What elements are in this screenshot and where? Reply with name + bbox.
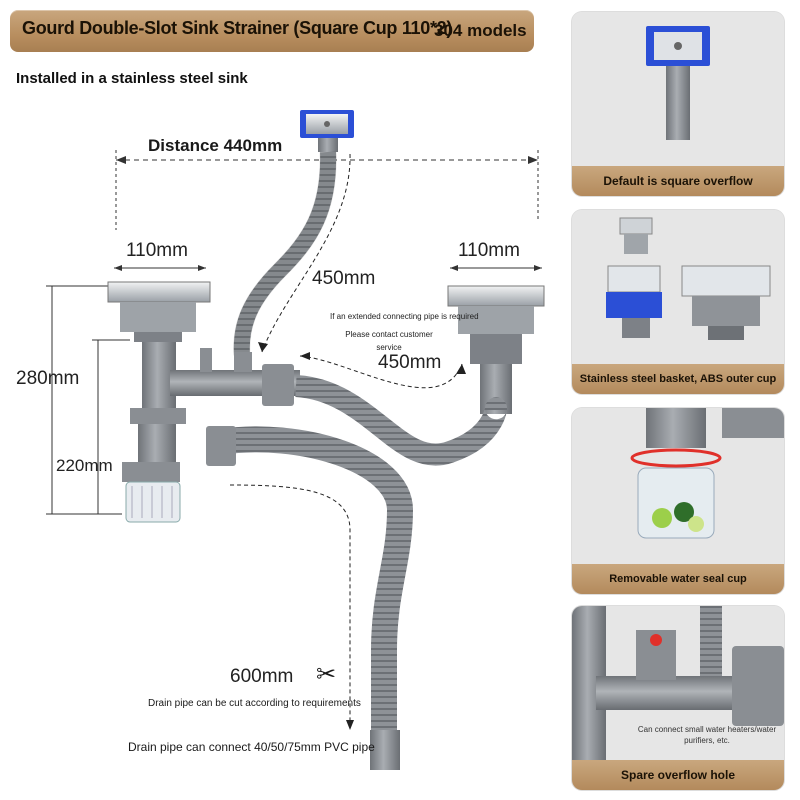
panel-caption-1: Default is square overflow (572, 166, 784, 196)
sink-drain-illustration (46, 110, 545, 770)
scissors-icon: ✂ (316, 661, 337, 688)
left-strainer (107, 281, 211, 523)
drain-length-label: 600mm (230, 666, 294, 687)
panel-water-seal: Removable water seal cup (572, 408, 784, 594)
install-subtitle: Installed in a stainless steel sink (16, 70, 248, 87)
page-title: Gourd Double-Slot Sink Strainer (Square … (22, 18, 453, 38)
installation-diagram: Distance 440mm 110mm 110mm 450mm 450mm 2… (0, 90, 560, 800)
panel-caption-4: Spare overflow hole (572, 760, 784, 790)
panel-caption-2: Stainless steel basket, ABS outer cup (572, 364, 784, 394)
cut-note: Drain pipe can be cut according to requi… (148, 698, 361, 709)
extend-note-line-1: If an extended connecting pipe is requir… (330, 312, 479, 321)
right-strainer (447, 285, 545, 414)
model-label: 304 models (434, 21, 527, 40)
total-height-label: 280mm (16, 368, 80, 389)
basket-image (572, 210, 784, 364)
pvc-note: Drain pipe can connect 40/50/75mm PVC pi… (128, 740, 375, 754)
distance-label: Distance 440mm (148, 136, 283, 155)
lower-height-label: 220mm (56, 456, 113, 475)
panel-spare-overflow: Can connect small water heaters/water pu… (572, 606, 784, 790)
spare-overflow-image (572, 606, 784, 760)
right-width-label: 110mm (458, 240, 520, 261)
overflow-cover (300, 110, 354, 152)
panel-basket: Stainless steel basket, ABS outer cup (572, 210, 784, 394)
hose-length-label: 450mm (378, 352, 442, 373)
overflow-length-label: 450mm (312, 268, 376, 289)
square-overflow-image (572, 12, 784, 166)
width-dimensions (114, 265, 542, 271)
left-width-label: 110mm (126, 240, 188, 261)
spare-overflow-note: Can connect small water heaters/water pu… (637, 725, 777, 745)
title-bar: Gourd Double-Slot Sink Strainer (Square … (10, 10, 534, 52)
panel-square-overflow: Default is square overflow (572, 12, 784, 196)
panel-caption-3: Removable water seal cup (572, 564, 784, 594)
height-dimensions (46, 285, 130, 515)
water-seal-image (572, 408, 784, 564)
extend-note: If an extended connecting pipe is requir… (330, 310, 479, 323)
contact-note: Please contact customer service (342, 328, 436, 354)
extend-note-line-2: Please contact customer service (345, 330, 433, 352)
